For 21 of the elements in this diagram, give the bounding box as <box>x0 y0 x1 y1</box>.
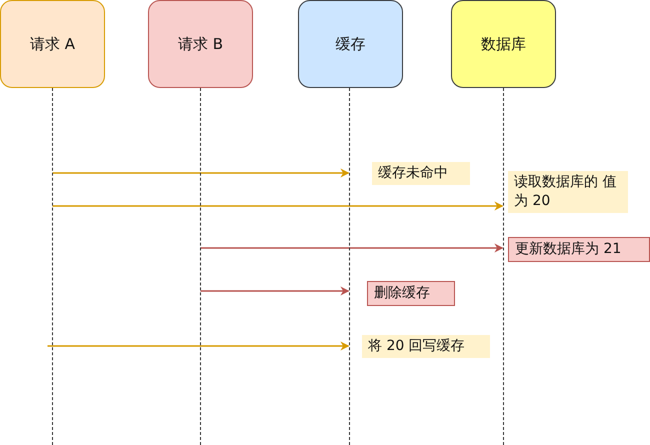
participant-name: 数据库 <box>481 34 526 54</box>
lifeline <box>503 88 504 445</box>
participant-box <box>148 0 253 88</box>
participant-box <box>0 0 105 88</box>
message-arrow <box>52 202 504 210</box>
edge-label: 缓存未命中 <box>372 162 470 185</box>
message-arrow <box>200 244 504 252</box>
lifeline <box>349 88 350 445</box>
participant-name: 请求 A <box>30 34 76 54</box>
message-arrow <box>52 168 350 178</box>
lifeline <box>200 88 201 445</box>
edge-label: 读取数据库的 值为 20 <box>508 171 628 213</box>
participant-name: 请求 B <box>178 34 224 54</box>
message-arrow <box>200 286 350 296</box>
edge-label: 删除缓存 <box>367 281 455 306</box>
lifeline <box>52 88 53 445</box>
participant-box <box>451 0 556 88</box>
participant-box <box>298 0 403 88</box>
edge-label: 将 20 回写缓存 <box>362 335 490 358</box>
edge-label: 更新数据库为 21 <box>508 237 650 262</box>
participant-name: 缓存 <box>336 34 366 54</box>
